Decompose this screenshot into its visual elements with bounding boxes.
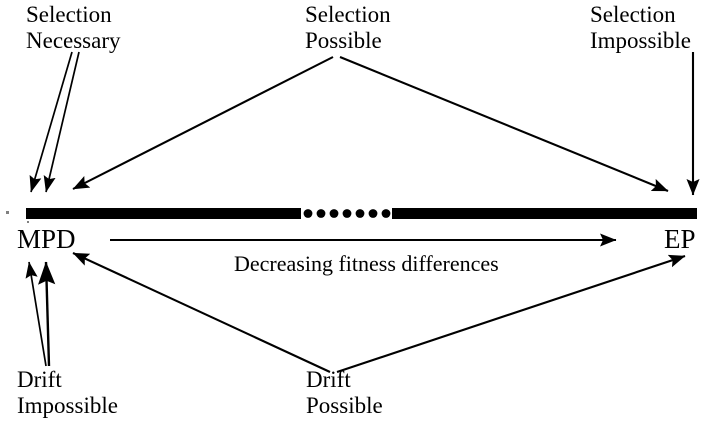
label-drift-possible: Drift Possible bbox=[306, 367, 383, 419]
arrow-drift-impossible-right bbox=[38, 261, 56, 367]
label-selection-possible: Selection Possible bbox=[305, 2, 391, 54]
spectrum-bar-dotted-middle bbox=[303, 209, 391, 218]
arrow-selection-necessary-right bbox=[43, 51, 80, 193]
label-selection-impossible: Selection Impossible bbox=[590, 2, 691, 54]
arrow-selection-possible-to-right bbox=[339, 56, 669, 192]
label-endpoint-mpd: MPD bbox=[17, 224, 76, 254]
label-selection-necessary: Selection Necessary bbox=[26, 2, 121, 54]
label-drift-impossible: Drift Impossible bbox=[17, 367, 118, 419]
arrow-selection-possible-to-left bbox=[72, 56, 334, 190]
spectrum-bar-solid-right bbox=[392, 208, 697, 219]
decorative-speck-under-bar bbox=[27, 221, 29, 223]
label-endpoint-ep: EP bbox=[664, 224, 696, 254]
spectrum-bar-solid-left bbox=[26, 208, 301, 219]
arrow-drift-impossible-left bbox=[25, 261, 47, 367]
arrow-drift-possible-to-mpd bbox=[72, 252, 331, 373]
label-decreasing-fitness-differences: Decreasing fitness differences bbox=[234, 251, 499, 276]
arrow-drift-possible-to-ep bbox=[336, 254, 686, 373]
arrow-selection-necessary-left bbox=[29, 51, 73, 193]
decorative-speck-left bbox=[6, 211, 9, 214]
